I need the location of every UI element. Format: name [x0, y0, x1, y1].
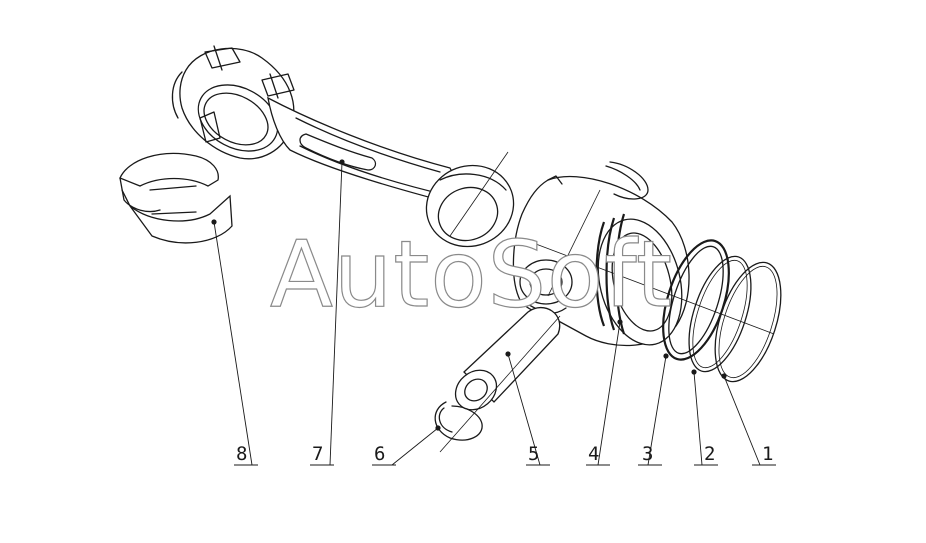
callout-6: 6 [374, 443, 385, 465]
assembly-axis [439, 151, 775, 453]
connecting-rod-bearing-shells [119, 152, 233, 244]
piston-ring-top [714, 261, 782, 383]
callout-7: 7 [312, 443, 323, 465]
connecting-rod [171, 45, 515, 248]
piston-ring-second [688, 255, 752, 373]
callout-labels: 1 2 3 4 5 6 7 8 [234, 443, 776, 466]
callout-1: 1 [762, 443, 773, 465]
retaining-ring [434, 161, 649, 441]
callout-4: 4 [588, 443, 599, 465]
piston [512, 175, 690, 347]
callout-8: 8 [236, 443, 247, 465]
watermark: AutoSoft [270, 221, 673, 328]
leader-lines [211, 159, 761, 466]
callout-3: 3 [642, 443, 653, 465]
callout-2: 2 [704, 443, 715, 465]
callout-5: 5 [528, 443, 539, 465]
